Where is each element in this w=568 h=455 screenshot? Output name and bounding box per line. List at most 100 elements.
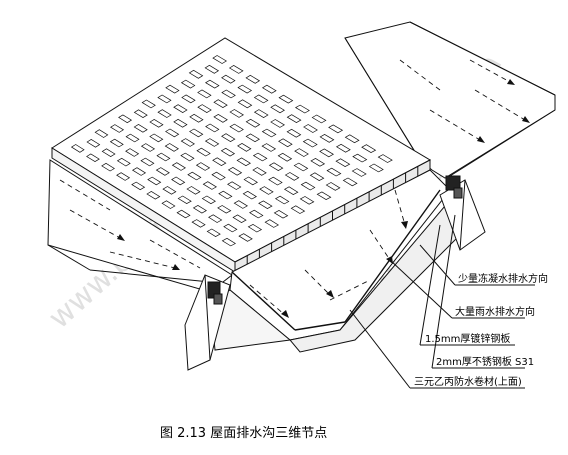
grating-hole — [156, 152, 171, 162]
grating-hole — [204, 138, 220, 147]
grating-hole — [227, 181, 242, 190]
arrow-trough-1 — [281, 310, 289, 318]
grating-hole — [236, 157, 251, 167]
grating-hole — [221, 133, 236, 143]
grating-hole — [162, 186, 177, 195]
callout-stainless: 2mm厚不锈钢板 S31 — [436, 355, 534, 368]
grating-hole — [228, 64, 244, 74]
grating-hole — [252, 167, 267, 176]
grating-hole — [221, 237, 237, 247]
grating-hole — [223, 223, 238, 233]
callout-small-water: 少量冻凝水排水方向 — [458, 272, 548, 285]
grating-hole — [326, 167, 342, 177]
grating-hole — [352, 153, 368, 163]
grating-hole — [118, 114, 133, 124]
grating-hole — [109, 138, 124, 148]
grating-hole — [268, 176, 283, 186]
arrow-upper-1 — [507, 79, 515, 85]
grating-hole — [237, 84, 253, 94]
grating-hole — [268, 162, 284, 172]
grating-hole — [259, 186, 274, 195]
grating-hole — [245, 74, 261, 84]
grating-hole — [293, 162, 309, 172]
grating-hole — [116, 172, 131, 181]
grating-hole — [328, 124, 344, 134]
grating-hole — [316, 191, 332, 201]
grating-hole — [311, 114, 327, 124]
grating-hole — [133, 109, 148, 119]
grating-hole — [165, 84, 180, 94]
arrow-lower-2 — [172, 264, 180, 270]
grating-hole — [157, 109, 172, 118]
leader-lines — [349, 214, 535, 389]
grating-hole — [249, 209, 264, 219]
arrow-trough-4 — [401, 221, 408, 229]
grating-hole — [140, 157, 155, 167]
grating-hole — [206, 228, 221, 238]
grating-hole — [243, 176, 258, 186]
grating-hole — [247, 223, 263, 233]
right-clamp — [445, 175, 461, 191]
grating-hole — [278, 94, 294, 104]
callout-large-water: 大量雨水排水方向 — [455, 305, 535, 318]
grating-hole — [227, 166, 243, 176]
grating-hole — [180, 79, 196, 89]
grating-hole — [101, 162, 115, 172]
grating-hole — [252, 152, 268, 162]
grating-hole — [286, 128, 302, 138]
grating-hole — [70, 144, 85, 153]
grating-hole — [277, 152, 293, 162]
grating-hole — [361, 144, 377, 154]
grating-hole — [310, 157, 326, 167]
right-bracket — [439, 175, 486, 251]
grating-hole — [197, 89, 212, 99]
callout-epdm: 三元乙丙防水卷材(上面) — [414, 375, 522, 388]
grating-hole — [377, 154, 393, 163]
perforated-grating — [51, 37, 432, 273]
gutter-trough — [209, 169, 471, 353]
grating-hole — [319, 148, 334, 158]
grating-hole — [180, 152, 195, 162]
grating-hole — [181, 94, 196, 104]
grating-hole — [302, 138, 318, 148]
grating-hole — [270, 104, 285, 114]
grating-hole — [186, 186, 201, 195]
grating-hole — [220, 147, 236, 157]
grating-hole — [189, 128, 204, 138]
grating-hole — [196, 147, 211, 157]
grating-hole — [149, 118, 164, 128]
grating-hole — [211, 171, 226, 181]
grating-hole — [335, 158, 351, 168]
grating-hole — [217, 205, 232, 214]
grating-hole — [161, 200, 176, 209]
grating-hole — [101, 148, 116, 158]
grating-hole — [176, 209, 191, 219]
grating-hole — [278, 138, 293, 148]
grating-hole — [212, 157, 227, 167]
grating-hole — [261, 128, 277, 138]
grating-hole — [286, 114, 302, 124]
grating-hole — [177, 195, 192, 205]
grating-hole — [242, 190, 258, 200]
callout-steel-plate: 1.5mm厚镀锌钢板 — [425, 332, 510, 345]
grating-hole — [335, 143, 351, 153]
arrow-lower-1 — [117, 234, 125, 241]
grating-hole — [245, 118, 261, 128]
grating-hole — [245, 133, 260, 143]
grating-hole — [300, 181, 316, 191]
grating-hole — [171, 162, 186, 171]
grating-hole — [133, 123, 148, 133]
arrow-trough-3 — [386, 256, 393, 264]
grating-hole — [238, 233, 253, 242]
grating-hole — [284, 172, 300, 181]
grating-hole — [197, 104, 212, 114]
grating-hole — [342, 177, 358, 187]
grating-hole — [218, 190, 233, 200]
grating-hole — [264, 219, 280, 228]
grating-hole — [195, 162, 211, 171]
grating-hole — [208, 214, 223, 223]
upper-roof-panel — [344, 21, 556, 179]
grating-hole — [204, 64, 220, 74]
grating-hole — [192, 204, 207, 214]
